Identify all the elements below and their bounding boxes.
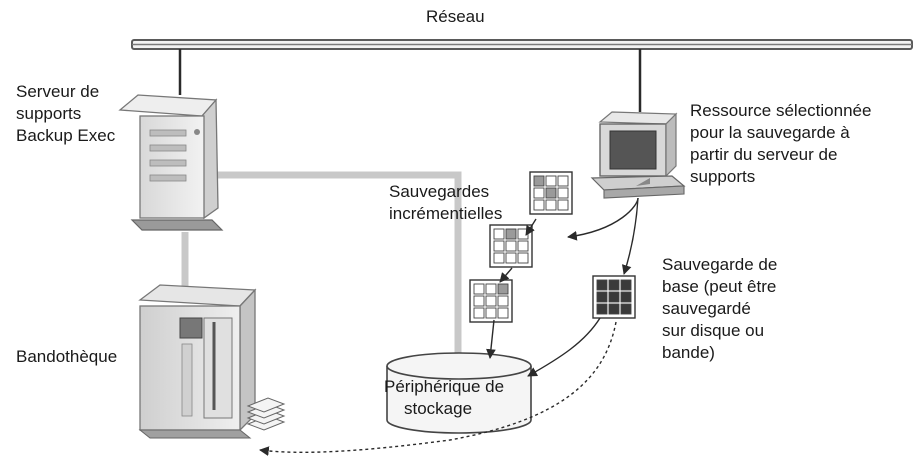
incremental-backup-block-2-cell [505,228,517,240]
incremental-backup-block-3 [469,279,513,323]
incremental-backup-block-2-cell [505,252,517,264]
incremental-backup-block-3-cell [485,283,497,295]
data-flow-arrows [259,197,639,456]
incremental-backup-block-1-cell [533,175,545,187]
incremental-backup-block-3-cell [473,295,485,307]
desktop-computer-icon [590,111,686,199]
incremental-backup-block-2 [489,224,533,268]
incremental-backup-block-2-cell [517,240,529,252]
incremental-backup-block-3-cell [497,295,509,307]
arrow-incremental-2-to-3 [499,267,513,283]
incremental-backup-block-2-cell [505,240,517,252]
full-backup-block-cell [596,291,608,303]
incremental-backup-block-2-cell [493,228,505,240]
incremental-backup-block-3-cell [497,283,509,295]
full-backup-block-cell [596,303,608,315]
incremental-backup-block-3-cell [485,307,497,319]
incremental-backup-block-3-cell [497,307,509,319]
full-backup-block-cell [608,303,620,315]
incremental-backup-block-2-cell [493,252,505,264]
network-bus [131,39,913,112]
arrow-full-to-library [259,321,617,456]
incremental-backup-block-3-cell [473,307,485,319]
full-backup-label: Sauvegarde de base (peut être sauvegardé… [662,255,778,362]
incremental-backup-block-1-cell [557,199,569,211]
storage-device-label: Périphérique de stockage [384,377,505,418]
connections [181,171,462,360]
full-backup-block-cell [596,279,608,291]
incremental-backup-block-1-cell [557,187,569,199]
arrow-to-incremental-1 [567,197,639,241]
incremental-backup-block-3-cell [485,295,497,307]
arrow-to-full-backup [621,197,639,275]
tape-library-label: Bandothèque [16,347,118,366]
media-server-label: Serveur de supports Backup Exec [16,82,116,145]
incremental-backup-block-1-cell [545,175,557,187]
tower-server-icon [118,94,224,231]
incremental-backup-block-3-cell [473,283,485,295]
incremental-backup-block-1-cell [557,175,569,187]
arrow-incremental-3-to-storage [486,319,496,359]
backup-blocks [469,171,636,323]
arrow-incremental-1-to-2 [525,218,537,236]
server-to-storage-link [218,171,462,360]
tape-library-icon [138,284,257,439]
arrow-full-to-storage [527,317,601,377]
full-backup-block [592,275,636,319]
tape-stack-icon [246,397,286,431]
incremental-backup-block-2-cell [493,240,505,252]
incremental-backup-block-1-cell [533,199,545,211]
incremental-backups-label: Sauvegardes incrémentielles [389,182,503,223]
full-backup-block-cell [620,279,632,291]
incremental-backup-block-1-cell [545,199,557,211]
full-backup-block-cell [620,291,632,303]
incremental-backup-block-1-cell [545,187,557,199]
incremental-backup-block-1 [529,171,573,215]
full-backup-block-cell [608,291,620,303]
full-backup-block-cell [620,303,632,315]
selected-resource-label: Ressource sélectionnée pour la sauvegard… [690,101,872,186]
disk-cylinder-icon [386,352,532,434]
incremental-backup-block-1-cell [533,187,545,199]
full-backup-block-cell [608,279,620,291]
network-label: Réseau [426,7,485,26]
incremental-backup-block-2-cell [517,252,529,264]
